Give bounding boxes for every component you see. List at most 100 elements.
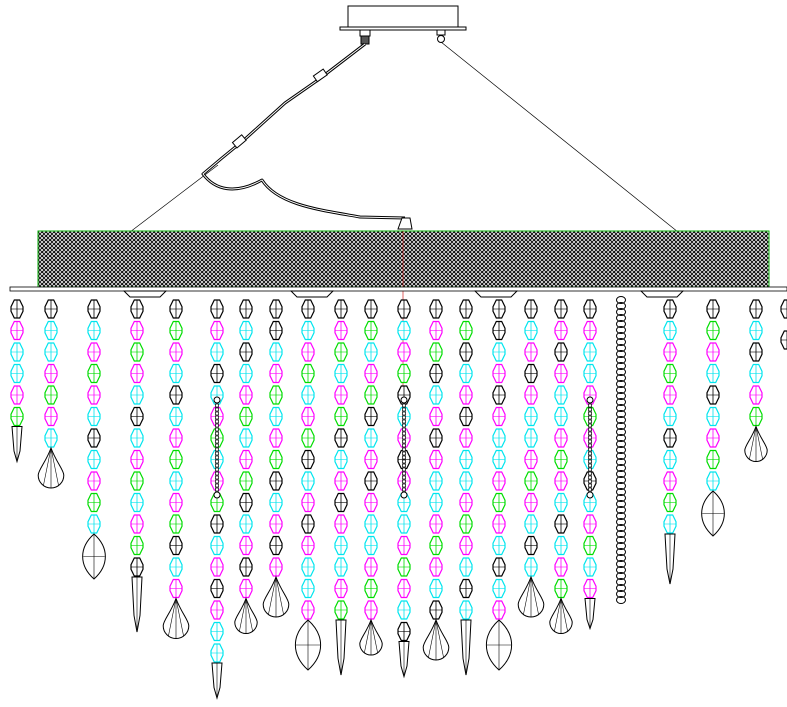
cord-connector xyxy=(231,134,247,149)
crystal-octagon xyxy=(554,471,568,491)
crystal-drop-pear xyxy=(234,597,258,634)
crystal-octagon xyxy=(364,449,378,470)
chain-link-section xyxy=(213,396,221,499)
crystal-drop-pear xyxy=(744,425,768,462)
crystal-octagon xyxy=(364,514,378,534)
crystal-octagon xyxy=(334,320,348,341)
crystal-strand xyxy=(234,299,258,634)
crystal-octagon xyxy=(10,406,24,427)
crystal-octagon xyxy=(10,363,24,384)
crystal-octagon xyxy=(397,535,411,556)
crystal-octagon xyxy=(706,299,720,319)
crystal-octagon xyxy=(429,299,443,319)
crystal-octagon xyxy=(301,299,315,319)
crystal-strand xyxy=(422,299,450,661)
crystal-octagon xyxy=(169,363,183,384)
crystal-octagon xyxy=(429,385,443,405)
crystal-octagon xyxy=(459,406,473,427)
crystal-octagon xyxy=(429,320,443,341)
crystal-octagon xyxy=(269,363,283,384)
crystal-octagon xyxy=(364,428,378,448)
crystal-octagon xyxy=(210,514,224,534)
suspension-wire-right xyxy=(440,41,679,233)
crystal-octagon xyxy=(210,363,224,384)
crystal-octagon xyxy=(44,320,58,341)
crystal-octagon xyxy=(706,320,720,341)
crystal-strand xyxy=(517,299,545,618)
crystal-octagon xyxy=(524,320,538,341)
crystal-octagon xyxy=(44,428,58,448)
crystal-octagon xyxy=(130,449,144,470)
crystal-octagon xyxy=(44,385,58,405)
cable-grip-right xyxy=(436,29,446,43)
crystal-octagon xyxy=(210,299,224,319)
crystal-drop-pendant xyxy=(460,619,472,676)
crystal-octagon xyxy=(583,535,597,556)
crystal-octagon xyxy=(169,471,183,491)
crystal-octagon xyxy=(554,578,568,599)
crystal-octagon xyxy=(334,299,348,319)
crystal-octagon xyxy=(459,535,473,556)
crystal-octagon xyxy=(239,535,253,556)
crystal-octagon xyxy=(334,406,348,427)
cord-connector xyxy=(312,68,328,83)
crystal-octagon xyxy=(749,406,763,427)
crystal-octagon xyxy=(706,363,720,384)
crystal-strand xyxy=(295,299,321,671)
crystal-octagon xyxy=(749,363,763,384)
crystal-octagon xyxy=(301,600,315,620)
crystal-octagon xyxy=(334,557,348,577)
crystal-octagon xyxy=(459,471,473,491)
crystal-octagon xyxy=(364,471,378,491)
crystal-octagon xyxy=(239,406,253,427)
crystal-drop-pendant xyxy=(211,662,223,700)
crystal-octagon xyxy=(169,406,183,427)
crystal-octagon xyxy=(554,406,568,427)
crystal-octagon xyxy=(492,385,506,405)
crystal-octagon xyxy=(397,578,411,599)
crystal-octagon xyxy=(239,557,253,577)
crystal-octagon xyxy=(334,514,348,534)
crystal-octagon xyxy=(492,320,506,341)
crystal-octagon xyxy=(492,600,506,620)
crystal-octagon xyxy=(524,342,538,362)
crystal-strand xyxy=(701,299,725,537)
crystal-octagon xyxy=(130,471,144,491)
crystal-octagon xyxy=(583,320,597,341)
crystal-octagon xyxy=(663,363,677,384)
crystal-strand xyxy=(549,299,573,634)
crystal-octagon xyxy=(706,406,720,427)
crystal-octagon xyxy=(459,299,473,319)
crystal-octagon xyxy=(663,299,677,319)
crystal-octagon xyxy=(429,428,443,448)
crystal-octagon xyxy=(269,428,283,448)
crystal-octagon xyxy=(269,406,283,427)
crystal-octagon xyxy=(169,449,183,470)
crystal-octagon xyxy=(364,299,378,319)
crystal-octagon xyxy=(554,514,568,534)
crystal-drop-pear xyxy=(262,575,290,618)
crystal-octagon xyxy=(524,449,538,470)
crystal-octagon xyxy=(429,406,443,427)
crystal-octagon xyxy=(334,578,348,599)
crystal-octagon xyxy=(44,299,58,319)
crystal-octagon xyxy=(459,385,473,405)
crystal-octagon xyxy=(269,471,283,491)
crystal-octagon xyxy=(663,449,677,470)
crystal-octagon xyxy=(429,449,443,470)
ceiling-canopy xyxy=(339,5,467,31)
crystal-octagon xyxy=(780,299,787,319)
crystal-octagon xyxy=(130,514,144,534)
crystal-octagon xyxy=(397,514,411,534)
crystal-octagon xyxy=(364,492,378,513)
crystal-octagon xyxy=(749,385,763,405)
crystal-octagon xyxy=(301,363,315,384)
crystal-octagon xyxy=(87,320,101,341)
crystal-octagon xyxy=(554,428,568,448)
crystal-octagon xyxy=(334,342,348,362)
crystal-octagon xyxy=(130,406,144,427)
crystal-octagon xyxy=(239,449,253,470)
crystal-octagon xyxy=(169,320,183,341)
crystal-strand xyxy=(262,299,290,618)
crystal-drop-pendant xyxy=(664,533,676,585)
